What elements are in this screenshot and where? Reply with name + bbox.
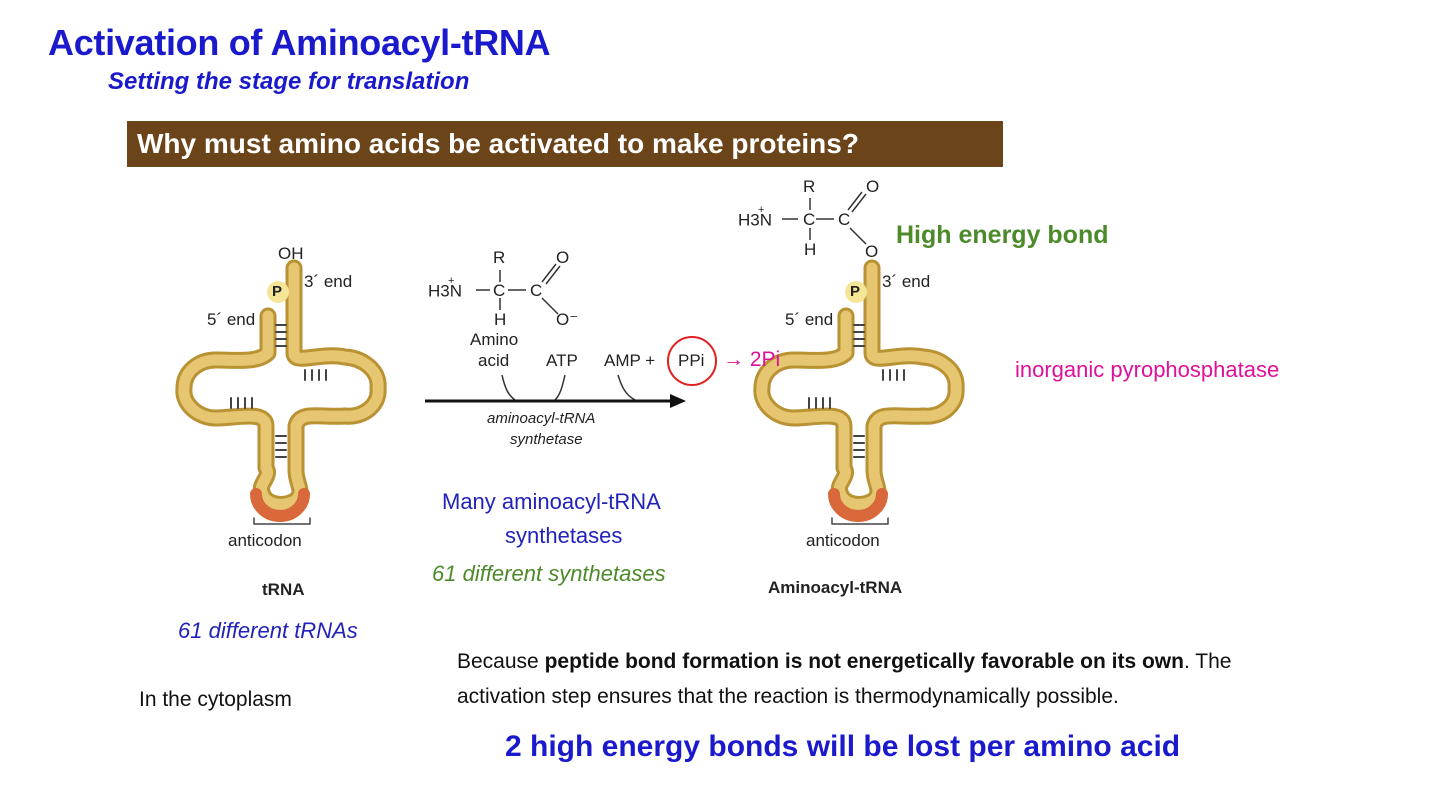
amino-acid-label-2: acid [478, 351, 510, 370]
trna-left-shape [175, 259, 387, 525]
pyrophosphatase-label: inorganic pyrophosphatase [1015, 357, 1280, 382]
trna-right-shape [753, 259, 965, 525]
reaction-o-label: O [556, 248, 570, 267]
footer-statement: 2 high energy bonds will be lost per ami… [505, 730, 1181, 763]
ppi-circle-icon [667, 336, 717, 386]
right-c-carboxyl: C [838, 210, 851, 229]
reaction-c-carboxyl: C [530, 281, 543, 300]
explanation-line2: activation step ensures that the reactio… [457, 685, 1119, 708]
enzyme-label-1: aminoacyl-tRNA [487, 410, 596, 427]
reaction-c-alpha: C [493, 281, 506, 300]
reaction-h-label: H [494, 310, 507, 329]
right-h-label: H [804, 240, 817, 259]
reaction-r-label: R [493, 248, 506, 267]
many-synthetases-line2: synthetases [505, 523, 623, 548]
page-subtitle: Setting the stage for translation [108, 68, 470, 95]
right-r-label: R [803, 177, 816, 196]
question-banner: Why must amino acids be activated to mak… [127, 121, 1003, 167]
left-oh-label: OH [278, 244, 304, 263]
reaction-amino-group: H3N+ [428, 275, 463, 301]
right-3end-label: 3´ end [882, 272, 931, 291]
enzyme-label-2: synthetase [510, 431, 583, 448]
amp-label: AMP + [604, 351, 656, 370]
left-trna-name: tRNA [262, 580, 305, 599]
right-o-link-label: O [865, 242, 879, 261]
phosphate-left-icon [267, 281, 289, 303]
two-pi-label: → 2Pi [723, 348, 781, 371]
reaction-arrow-head [670, 394, 686, 408]
reaction-o-minus-label: O⁻ [556, 310, 579, 329]
left-5end-label: 5´ end [207, 310, 256, 329]
right-amino-group: H3N+ [738, 204, 773, 230]
left-3end-label: 3´ end [304, 272, 353, 291]
page-title: Activation of Aminoacyl-tRNA [48, 22, 551, 63]
high-energy-bond-label: High energy bond [896, 221, 1109, 249]
ppi-label: PPi [678, 351, 705, 370]
phosphate-right-icon [845, 281, 867, 303]
amino-acid-bonds [476, 263, 636, 401]
atp-label: ATP [546, 351, 578, 370]
amino-acid-label-1: Amino [470, 330, 519, 349]
right-c-alpha: C [803, 210, 816, 229]
question-text: Why must amino acids be activated to mak… [137, 128, 859, 159]
right-p-label: P [850, 283, 861, 300]
trna-count: 61 different tRNAs [178, 618, 358, 643]
explanation-line1: Because peptide bond formation is not en… [457, 650, 1232, 673]
right-o-label: O [866, 177, 880, 196]
many-synthetases-line1: Many aminoacyl-tRNA [442, 489, 661, 514]
left-p-label: P [272, 283, 283, 300]
aminoacyl-trna-name: Aminoacyl-tRNA [768, 578, 903, 597]
right-5end-label: 5´ end [785, 310, 834, 329]
location-text: In the cytoplasm [139, 688, 292, 711]
right-anticodon-label: anticodon [806, 531, 880, 550]
left-anticodon-label: anticodon [228, 531, 302, 550]
aminoacyl-bonds [782, 191, 867, 245]
synthetase-count: 61 different synthetases [432, 561, 666, 586]
